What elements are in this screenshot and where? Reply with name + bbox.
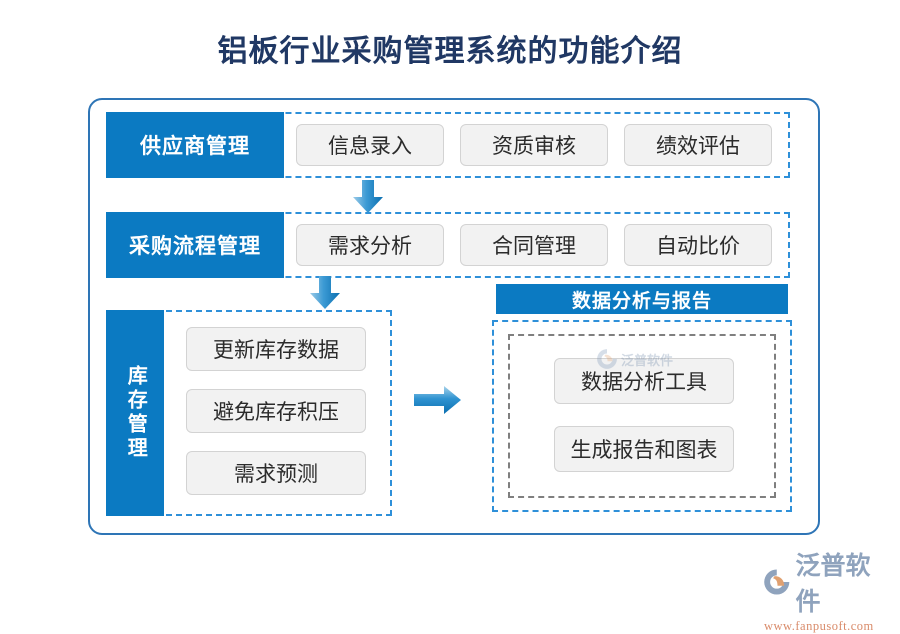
brand-logo: 泛普软件 www.fanpusoft.com: [762, 546, 894, 633]
chip-process-1[interactable]: 合同管理: [460, 224, 608, 266]
arrow-process-to-inventory-icon: [310, 276, 340, 309]
arrow-inventory-to-analytics-icon: [414, 386, 461, 414]
chip-inventory-1[interactable]: 避免库存积压: [186, 389, 366, 433]
chip-analytics-1[interactable]: 生成报告和图表: [554, 426, 734, 472]
chip-process-0[interactable]: 需求分析: [296, 224, 444, 266]
row-inventory-label[interactable]: 库存管理: [106, 310, 164, 516]
chip-supplier-1[interactable]: 资质审核: [460, 124, 608, 166]
analytics-inner-frame: [508, 334, 776, 498]
chip-supplier-2[interactable]: 绩效评估: [624, 124, 772, 166]
chip-process-2[interactable]: 自动比价: [624, 224, 772, 266]
brand-url: www.fanpusoft.com: [764, 619, 874, 633]
analytics-outer-frame: [492, 320, 792, 512]
page-title: 铝板行业采购管理系统的功能介绍: [217, 35, 683, 68]
arrow-supplier-to-process-icon: [353, 180, 383, 213]
row-process-label[interactable]: 采购流程管理: [106, 212, 284, 278]
analytics-header[interactable]: 数据分析与报告: [496, 284, 788, 314]
chip-analytics-0[interactable]: 数据分析工具: [554, 358, 734, 404]
brand-name: 泛普软件: [795, 552, 871, 616]
brand-swoosh-icon: [764, 569, 790, 595]
chip-inventory-2[interactable]: 需求预测: [186, 451, 366, 495]
chip-supplier-0[interactable]: 信息录入: [296, 124, 444, 166]
chip-inventory-0[interactable]: 更新库存数据: [186, 327, 366, 371]
row-supplier-label[interactable]: 供应商管理: [106, 112, 284, 178]
